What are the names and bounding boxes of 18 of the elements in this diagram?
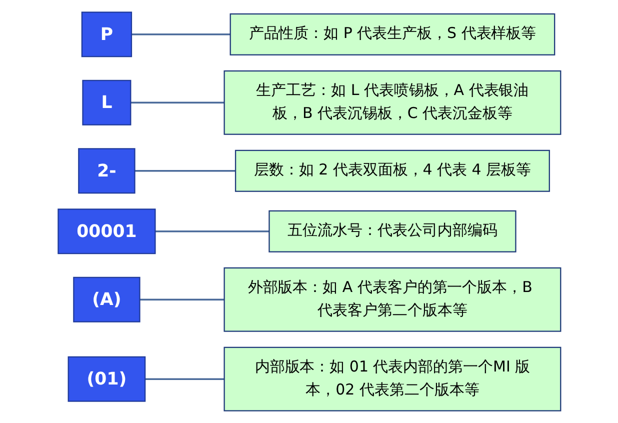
node-box: 外部版本：如 A 代表客户的第一个版本，B 代表客户第二个版本等 [223,267,561,332]
node-box: 00001 [57,208,156,254]
node-box: 生产工艺：如 L 代表喷锡板，A 代表银油板，B 代表沉锡板，C 代表沉金板等 [223,70,561,135]
connector [130,102,225,104]
node-box: 2- [78,148,135,194]
node-box: (A) [72,276,140,322]
node-box: 层数：如 2 代表双面板，4 代表 4 层板等 [234,150,550,192]
node-box: (01) [67,356,146,402]
node-box: 产品性质：如 P 代表生产板，S 代表样板等 [229,13,555,56]
connector [144,378,225,380]
node-box: 五位流水号：代表公司内部编码 [268,210,516,252]
node-box: L [82,80,131,126]
connector [154,230,270,232]
connector [131,34,231,36]
connector [139,298,225,300]
connector [134,170,236,172]
node-box: P [80,12,132,58]
node-box: 内部版本：如 01 代表内部的第一个MI 版本，02 代表第二个版本等 [223,346,561,412]
